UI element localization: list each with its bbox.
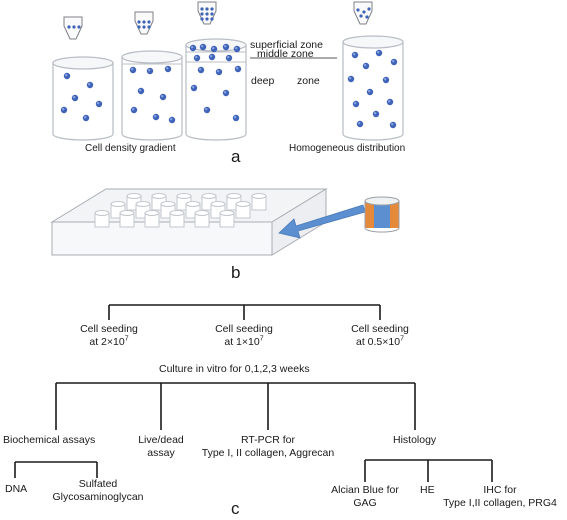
- seeding-label-0-5e7: Cell seeding at 0.5×107: [351, 323, 409, 348]
- panel-a-illustration: [52, 1, 404, 141]
- zone-label-superficial: superficial zone: [250, 39, 323, 51]
- zone-label-deep-zone: zone: [297, 75, 320, 87]
- cylinder-medium-density: [121, 11, 183, 141]
- cylinder-homogeneous: [342, 1, 404, 141]
- seeding-label-2e7: Cell seeding at 2×107: [80, 323, 138, 348]
- panel-letter-a: a: [231, 147, 241, 166]
- zone-label-middle: middle zone: [257, 48, 314, 60]
- biochemical-assays-label: Biochemical assays: [3, 434, 96, 446]
- zone-label-deep: deep: [251, 75, 275, 87]
- plate-wells: [94, 193, 267, 228]
- cylinder-low-density: [52, 16, 114, 141]
- cell-construct: [364, 196, 400, 233]
- seeding-label-1e7: Cell seeding at 1×107: [215, 323, 273, 348]
- dna-label: DNA: [5, 483, 28, 495]
- caption-cell-density-gradient: Cell density gradient: [85, 143, 176, 154]
- culture-label: Culture in vitro for 0,1,2,3 weeks: [159, 363, 310, 375]
- histology-label: Histology: [393, 434, 437, 446]
- he-label: HE: [420, 484, 435, 496]
- insertion-arrow: [278, 204, 366, 239]
- panel-letter-b: b: [231, 263, 241, 282]
- cylinder-high-density: [185, 1, 247, 141]
- panel-letter-c: c: [231, 499, 240, 518]
- caption-homogeneous-distribution: Homogeneous distribution: [289, 143, 406, 154]
